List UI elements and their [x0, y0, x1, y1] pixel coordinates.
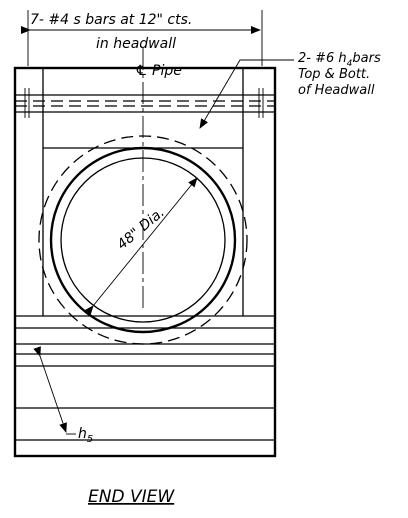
s-bars-label-line2: in headwall [96, 36, 176, 52]
h4-label-line2: Top & Bott. [298, 67, 370, 82]
s-bars-label-line1: 7- #4 s bars at 12" cts. [30, 12, 192, 28]
diameter-dimension-line [84, 177, 198, 316]
s-bars-dimension: 7- #4 s bars at 12" cts. in headwall [21, 10, 263, 66]
pipe-centerline-label: ℄ Pipe [135, 63, 182, 79]
h4-label-line3: of Headwall [298, 83, 375, 98]
headwall-outline [13, 66, 277, 458]
h5-dimension: h5 [33, 346, 93, 445]
h4-leader-line [199, 59, 294, 129]
h4-label-line1: 2- #6 h4bars [298, 51, 381, 69]
drawing-title: END VIEW [88, 487, 175, 507]
h4-bars-callout: 2- #6 h4bars Top & Bott. of Headwall [199, 51, 381, 129]
h5-dimension-line [33, 346, 67, 433]
h5-label: h5 [78, 426, 93, 445]
diameter-label: 48" Dia. [114, 205, 167, 254]
pipe-outer-circle [49, 146, 237, 334]
